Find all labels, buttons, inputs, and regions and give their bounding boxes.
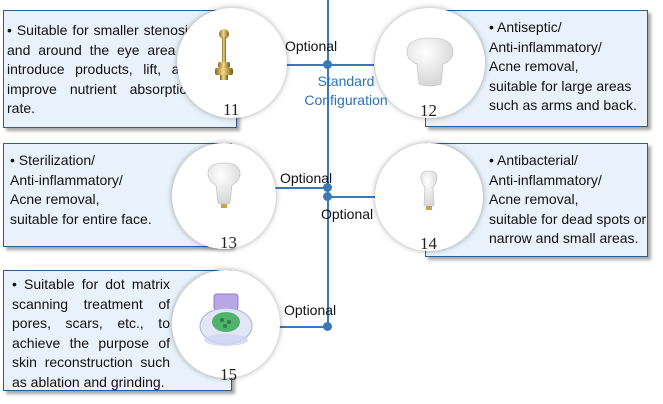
item-number-13: 13 <box>220 233 237 252</box>
tag-label-11: Optional <box>285 38 338 54</box>
text-line: • Suitable for smaller stenosis <box>7 22 195 38</box>
product-image-15 <box>172 270 280 378</box>
connector-branch-13 <box>272 187 328 189</box>
main-connector-line <box>327 0 329 327</box>
item-number-11: 11 <box>223 100 240 119</box>
tag-line: Standard <box>317 73 375 89</box>
text-line: improve nutrient absorption <box>7 80 195 97</box>
text-line: • Antiseptic/ <box>489 19 562 35</box>
text-line: pores, scars, etc., to <box>12 315 170 331</box>
text-line: rate. <box>7 100 36 116</box>
tag-label-15: Optional <box>284 302 337 318</box>
tag-label-12: Standard Configuration <box>298 72 394 110</box>
dot-matrix-cartridge-icon <box>199 293 253 346</box>
small-nozzle-head-icon <box>420 170 438 210</box>
text-line: • Antibacterial/ <box>489 152 578 168</box>
product-image-13 <box>172 143 276 249</box>
text-line: scanning treatment of <box>12 295 170 312</box>
text-line: suitable for entire face. <box>10 210 152 227</box>
product-image-11 <box>177 8 287 118</box>
text-line: and around the eye area to <box>7 41 195 58</box>
text-line: Anti-inflammatory/ <box>10 171 123 188</box>
text-line: Acne removal, <box>489 58 579 74</box>
connector-dot <box>323 192 332 201</box>
tag-label-13: Optional <box>280 170 333 186</box>
text-line: • Suitable for dot matrix <box>12 276 170 292</box>
description-text-14: • Antibacterial/ Anti-inflammatory/ Acne… <box>489 151 647 249</box>
description-text-15: • Suitable for dot matrix scanning treat… <box>12 275 170 392</box>
connector-dot <box>323 322 332 331</box>
product-image-14 <box>375 143 483 251</box>
text-line: Acne removal, <box>489 191 579 207</box>
description-text-12: • Antiseptic/ Anti-inflammatory/ Acne re… <box>489 18 645 116</box>
item-number-14: 14 <box>420 234 437 253</box>
text-line: Acne removal, <box>10 191 100 207</box>
text-line: Anti-inflammatory/ <box>489 171 602 188</box>
text-line: skin reconstruction such <box>12 354 170 370</box>
item-number-15: 15 <box>220 365 237 384</box>
text-line: as ablation and grinding. <box>12 373 165 390</box>
connector-dot <box>323 183 332 192</box>
text-line: achieve the purpose of <box>12 334 170 351</box>
text-line: • Sterilization/ <box>10 152 96 168</box>
text-line: narrow and small areas. <box>489 230 639 246</box>
connector-branch-15 <box>272 326 328 328</box>
tag-line: Configuration <box>304 92 388 108</box>
description-text-11: • Suitable for smaller stenosis and arou… <box>7 21 195 119</box>
text-line: suitable for dead spots or <box>489 210 647 227</box>
text-line: suitable for large areas <box>489 77 632 94</box>
item-number-12: 12 <box>420 101 437 120</box>
text-line: introduce products, lift, and <box>7 61 195 77</box>
large-mushroom-head-icon <box>406 37 454 87</box>
connector-branch-14 <box>328 196 378 198</box>
connector-dot <box>323 60 332 69</box>
description-text-13: • Sterilization/ Anti-inflammatory/ Acne… <box>10 151 180 229</box>
text-line: such as arms and back. <box>489 97 637 113</box>
text-line: Anti-inflammatory/ <box>489 38 602 55</box>
product-image-12 <box>375 8 485 118</box>
medium-mushroom-head-icon <box>207 162 241 208</box>
gold-pin-probe-icon <box>215 29 233 80</box>
tag-label-14: Optional <box>321 206 374 222</box>
